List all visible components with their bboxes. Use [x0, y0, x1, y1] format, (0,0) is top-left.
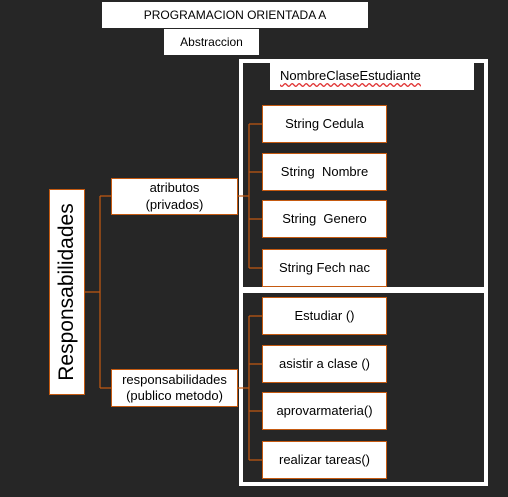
group-node-attributes: atributos (privados) — [111, 178, 238, 215]
attribute-item: String Nombre — [262, 153, 387, 191]
group-methods-line1: responsabilidades — [122, 371, 227, 387]
diagram-subtitle-text: Abstraccion — [180, 35, 243, 49]
attribute-item-label: String Nombre — [280, 163, 369, 179]
method-item-label: asistir a clase () — [278, 355, 371, 371]
class-name-box: NombreClaseEstudiante — [270, 61, 474, 90]
attribute-item-label: String Fech nac — [278, 259, 371, 275]
group-methods-line2: (publico metodo) — [126, 388, 223, 403]
group-attributes-line1: atributos — [149, 180, 200, 196]
root-node-responsabilidades: Responsabilidades — [49, 189, 85, 395]
method-item-label: Estudiar () — [294, 307, 355, 323]
attribute-item: String Fech nac — [262, 249, 387, 287]
attribute-item: String Genero — [262, 200, 387, 238]
method-item: Estudiar () — [262, 297, 387, 335]
attribute-item-label: String Genero — [282, 210, 367, 226]
method-item: aprovarmateria() — [262, 392, 387, 430]
attribute-item: String Cedula — [262, 105, 387, 143]
method-item: realizar tareas() — [262, 441, 387, 479]
root-node-label: Responsabilidades — [55, 203, 78, 381]
method-item-label: realizar tareas() — [278, 451, 371, 467]
attribute-item-label: String Cedula — [285, 115, 364, 131]
diagram-subtitle: Abstraccion — [164, 29, 259, 55]
group-node-methods: responsabilidades (publico metodo) — [111, 369, 238, 407]
group-attributes-line2: (privados) — [145, 196, 204, 212]
diagram-title: PROGRAMACION ORIENTADA A — [102, 2, 368, 28]
method-item-label: aprovarmateria() — [276, 402, 373, 418]
class-name-text: NombreClaseEstudiante — [280, 68, 421, 83]
diagram-title-text: PROGRAMACION ORIENTADA A — [143, 8, 327, 22]
method-item: asistir a clase () — [262, 345, 387, 383]
